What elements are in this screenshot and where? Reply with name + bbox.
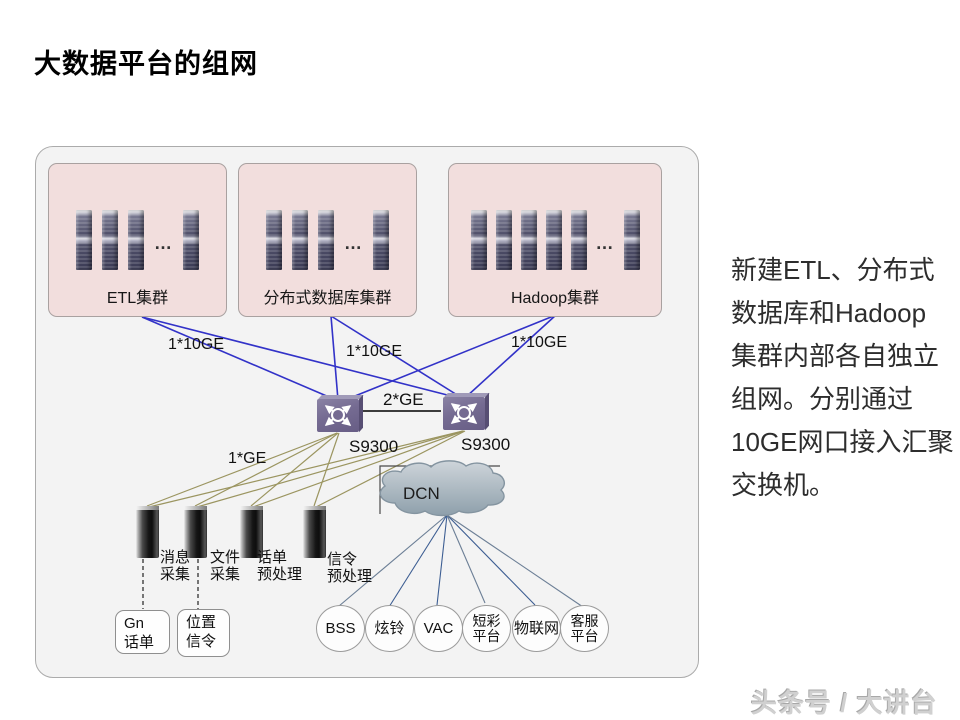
dcn-cloud — [370, 450, 510, 525]
server-row: … — [449, 206, 661, 270]
collector-label-line: 信令 — [327, 551, 358, 568]
collector-label-line: 预处理 — [257, 566, 303, 583]
note-text: 新建ETL、分布式 数据库和Hadoop 集群内部各自独立 组网。分别通过 10… — [731, 249, 954, 507]
interconnect-label: 2*GE — [383, 390, 424, 409]
collector-label-message: 消息 采集 — [160, 549, 190, 583]
switch-icon-left — [317, 399, 359, 432]
server-icon — [266, 210, 282, 270]
platform-crbt: 炫铃 — [365, 605, 414, 652]
platform-vac: VAC — [414, 605, 463, 652]
page-title: 大数据平台的组网 — [34, 49, 258, 79]
uplink-label-right: 1*10GE — [511, 334, 568, 351]
switch-label-right: S9300 — [461, 435, 511, 454]
platform-label: 短彩 — [472, 612, 501, 629]
collector-tower-file — [184, 506, 207, 558]
collector-label-line: 消息 — [160, 549, 191, 566]
ellipsis-text: … — [595, 233, 615, 253]
source-box-line: 位置 — [186, 614, 217, 631]
cloud-label: DCN — [403, 484, 440, 503]
server-row: … — [239, 206, 416, 270]
platform-iot: 物联网 — [512, 605, 561, 652]
platform-label: 平台 — [570, 627, 599, 644]
platform-label: 客服 — [570, 612, 599, 629]
platform-label: VAC — [423, 619, 454, 637]
collector-label-line: 预处理 — [327, 568, 373, 585]
ellipsis-text: … — [154, 233, 173, 253]
collector-label-line: 文件 — [210, 549, 241, 566]
collector-tower-message — [136, 506, 159, 558]
uplink-label-left: 1*10GE — [168, 336, 225, 353]
platform-label: 平台 — [472, 627, 501, 644]
collector-label-line: 话单 — [257, 549, 288, 566]
platform-customer-service: 客服 平台 — [560, 605, 609, 652]
downlink-label: 1*GE — [228, 450, 267, 467]
note-line: 集群内部各自独立 — [731, 341, 940, 371]
note-line: 组网。分别通过 — [731, 384, 914, 414]
note-line: 10GE网口接入汇聚 — [731, 427, 954, 457]
collector-label-file: 文件 采集 — [210, 549, 240, 583]
server-icon — [128, 210, 144, 270]
server-icon — [470, 210, 487, 270]
cluster-label-hadoop: Hadoop集群 — [510, 290, 600, 307]
note-line: 新建ETL、分布式 — [731, 255, 935, 285]
server-icon — [545, 210, 562, 270]
platform-label: BSS — [325, 619, 356, 637]
cluster-box-distributed-db: … 分布式数据库集群 — [238, 163, 417, 317]
server-icon — [520, 210, 537, 270]
switch-icon-right — [443, 397, 485, 430]
source-box-line: 话单 — [124, 634, 155, 651]
server-icon — [570, 210, 587, 270]
cluster-label-distributed-db: 分布式数据库集群 — [263, 290, 392, 307]
collector-label-line: 采集 — [160, 566, 191, 583]
server-icon — [102, 210, 118, 270]
source-box-line: 信令 — [186, 633, 217, 650]
collector-label-signaling: 信令 预处理 — [327, 551, 372, 585]
ellipsis-text: … — [344, 233, 363, 253]
collector-label-cdr: 话单 预处理 — [257, 549, 302, 583]
server-icon — [76, 210, 92, 270]
server-icon — [183, 210, 199, 270]
uplink-label-mid: 1*10GE — [346, 343, 403, 360]
server-row: … — [49, 206, 226, 270]
server-icon — [623, 210, 640, 270]
source-box-gn-cdr: Gn 话单 — [115, 610, 170, 654]
watermark: 头条号 / 大讲台 — [751, 688, 938, 718]
source-box-location-signaling: 位置 信令 — [177, 609, 230, 657]
server-icon — [373, 210, 389, 270]
cluster-label-etl: ETL集群 — [106, 290, 169, 307]
server-icon — [318, 210, 334, 270]
note-line: 交换机。 — [731, 470, 836, 500]
cluster-box-hadoop: … Hadoop集群 — [448, 163, 662, 317]
collector-label-line: 采集 — [210, 566, 241, 583]
cluster-box-etl: … ETL集群 — [48, 163, 227, 317]
platform-bss: BSS — [316, 605, 365, 652]
note-line: 数据库和Hadoop — [731, 298, 927, 328]
collector-tower-signaling — [303, 506, 326, 558]
platform-label: 炫铃 — [374, 619, 405, 637]
platform-label: 物联网 — [513, 619, 559, 637]
platform-sms-mms: 短彩 平台 — [462, 605, 511, 652]
source-box-line: Gn — [124, 615, 145, 632]
collector-tower-cdr — [240, 506, 263, 558]
server-icon — [292, 210, 308, 270]
server-icon — [495, 210, 512, 270]
